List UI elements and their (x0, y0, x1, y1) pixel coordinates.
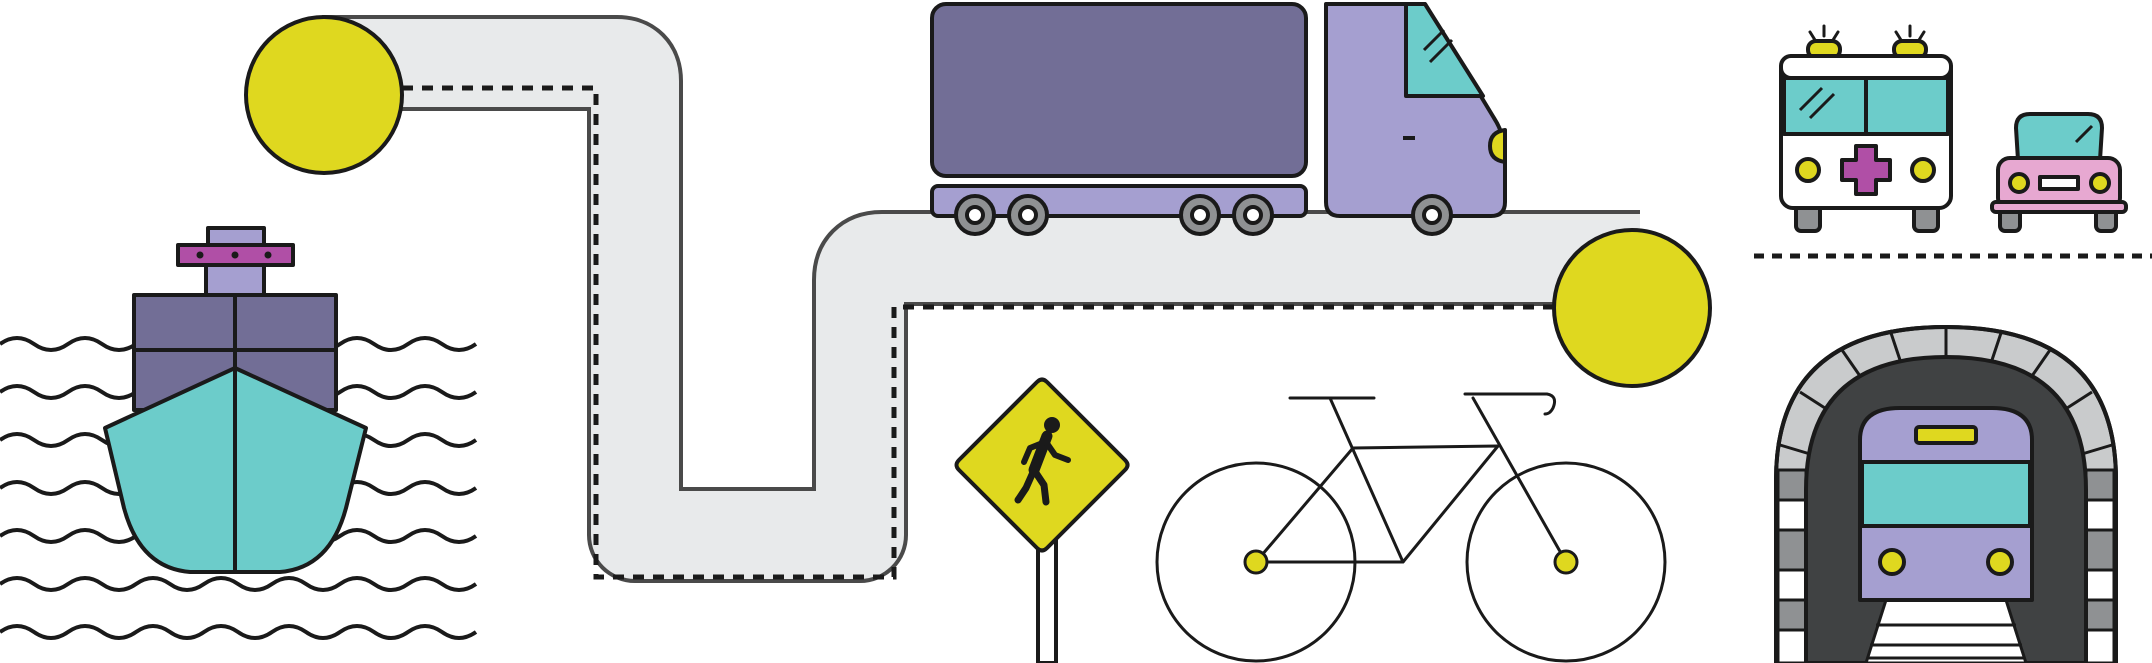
route-end-marker (1552, 228, 1712, 388)
ambulance-icon (1779, 24, 1953, 233)
route-start-marker (244, 15, 404, 175)
train-icon (1858, 406, 2034, 603)
bicycle-icon (1155, 392, 1667, 663)
siren-rays (1808, 24, 1926, 42)
pedestrian-figure (1014, 417, 1071, 506)
tunnel-stones (1776, 327, 2116, 663)
route-path-icon (244, 15, 1712, 583)
ship-icon (103, 226, 368, 574)
truck-icon (930, 2, 1507, 236)
car-icon (1990, 112, 2128, 233)
pedestrian-crossing-sign-icon (954, 377, 1130, 663)
truck-wheels (954, 194, 1453, 236)
